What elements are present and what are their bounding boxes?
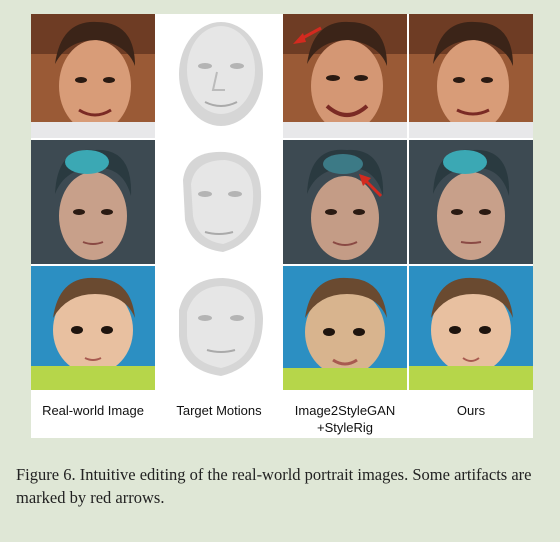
figure-caption: Figure 6. Intuitive editing of the real-… [16,465,532,507]
face-mesh-row1 [157,14,281,138]
face-mesh-row3 [157,266,281,390]
photo-row2-ours [409,140,533,264]
figure-panel: Real-world Image Target Motions Image2St… [31,14,533,438]
photo-row2-image2stylegan [283,140,407,264]
column-label-target-motions: Target Motions [157,402,281,419]
face-mesh-row2 [157,140,281,264]
column-label-line2: +StyleRig [317,420,373,435]
photo-row1-real [31,14,155,138]
column-label-real-world: Real-world Image [31,402,155,419]
photo-row1-ours [409,14,533,138]
photo-row1-image2stylegan [283,14,407,138]
column-label-line1: Target Motions [176,403,262,418]
photo-row3-image2stylegan [283,266,407,390]
photo-row3-ours [409,266,533,390]
column-label-line1: Real-world Image [42,403,144,418]
column-label-ours: Ours [409,402,533,419]
photo-row2-real [31,140,155,264]
photo-row3-real [31,266,155,390]
column-label-line1: Ours [456,403,486,418]
column-label-image2stylegan: Image2StyleGAN +StyleRig [283,402,407,436]
column-label-line1: Image2StyleGAN [294,403,396,418]
